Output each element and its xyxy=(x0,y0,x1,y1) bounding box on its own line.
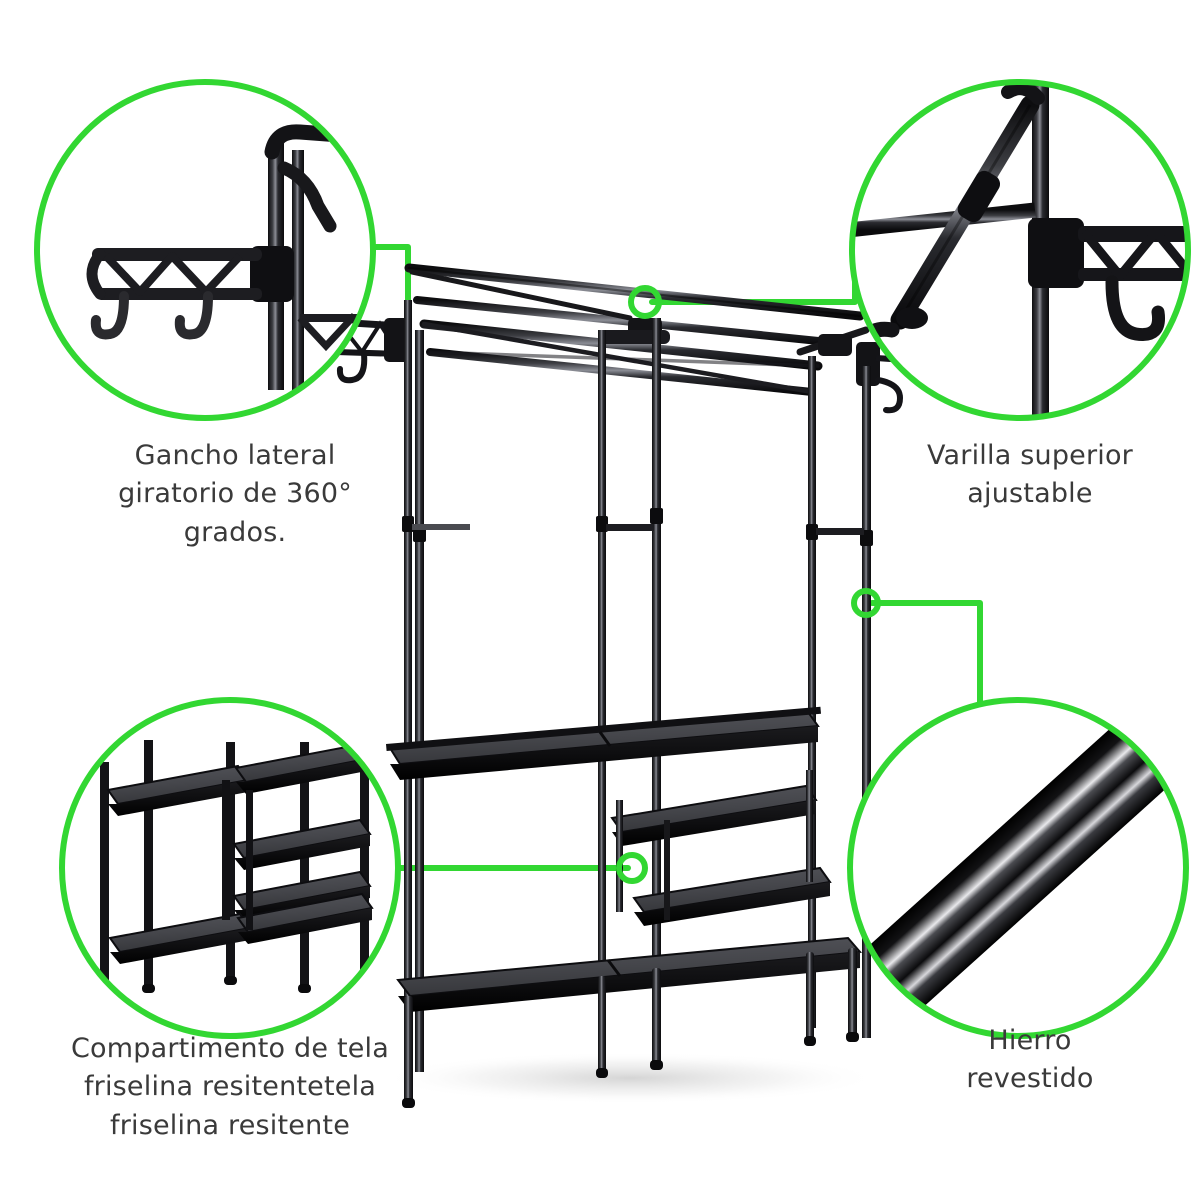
adjustable-top-rod-detail xyxy=(852,82,1188,418)
side-hook-bracket-detail xyxy=(86,124,373,390)
middle-shelf-posts xyxy=(616,770,813,920)
upper-shelf xyxy=(386,706,822,780)
callout-fabric[interactable] xyxy=(59,697,401,1039)
middle-shelf-lower xyxy=(632,866,832,926)
connector-markers xyxy=(616,285,881,884)
callout-hook[interactable] xyxy=(34,79,380,421)
left-side-hook xyxy=(335,318,410,384)
callout-iron[interactable] xyxy=(813,675,1200,1057)
callout-ring-iron xyxy=(847,697,1189,1039)
vertical-posts xyxy=(402,300,873,1072)
middle-shelf-upper xyxy=(610,784,818,846)
top-adjustable-rod xyxy=(404,263,870,396)
marker-iron xyxy=(851,588,881,618)
callout-rod[interactable] xyxy=(848,79,1194,421)
floor-shadow xyxy=(380,1052,880,1104)
callout-ring-fabric xyxy=(59,697,401,1039)
bottom-shelf xyxy=(396,936,863,1012)
product-closet-organizer xyxy=(335,263,907,1108)
coated-iron-tube-detail xyxy=(850,700,1186,1036)
fabric-shelf-compartment-detail xyxy=(98,740,374,995)
callout-ring-hook xyxy=(34,79,376,421)
marker-fabric xyxy=(616,852,648,884)
marker-rod xyxy=(628,285,662,319)
leg-feet xyxy=(402,948,859,1108)
callout-ring-rod xyxy=(849,79,1191,421)
connector-iron xyxy=(869,600,983,717)
